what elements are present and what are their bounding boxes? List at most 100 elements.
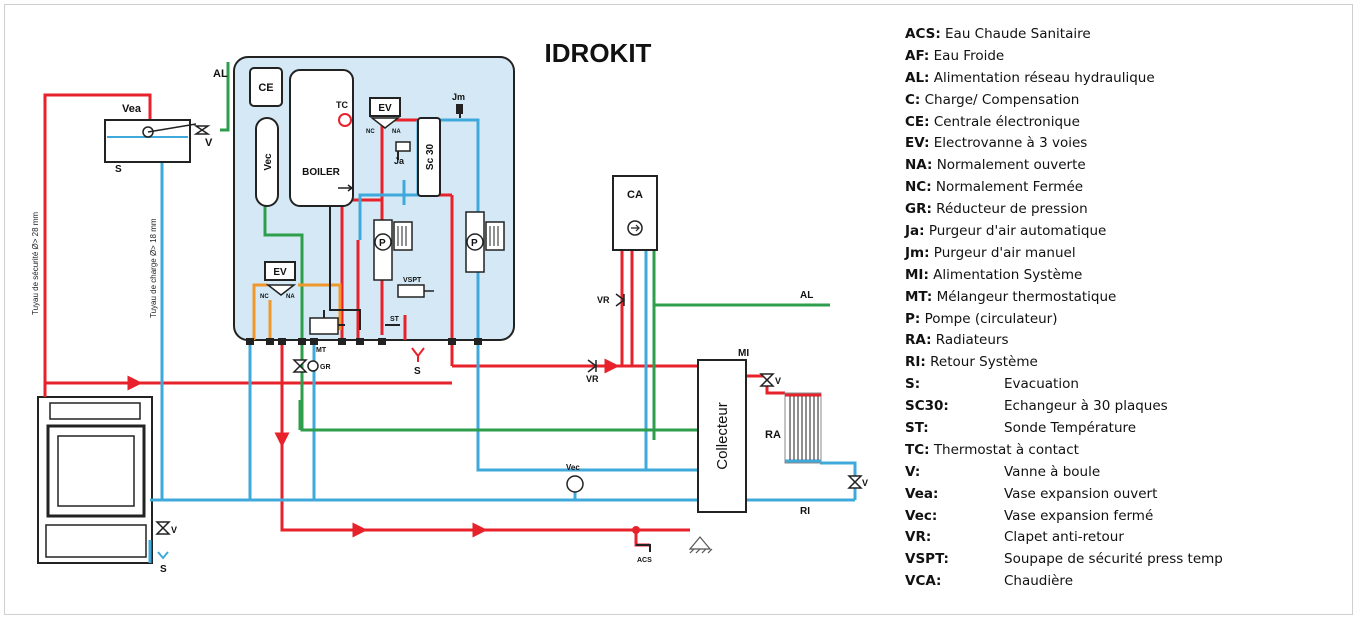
legend-description: Centrale électronique [933, 113, 1080, 130]
ra-radiator [784, 392, 822, 464]
legend-description: Purgeur d'air automatique [928, 223, 1107, 240]
tc-sensor [338, 113, 352, 127]
legend-description: Vanne à boule [1004, 463, 1101, 480]
legend-key: Ja: [905, 223, 925, 240]
legend-description: Chaudière [1004, 573, 1073, 590]
ca-label: CA [627, 189, 643, 201]
pump-left-label: P [379, 238, 386, 249]
na-bottom-label: NA [286, 294, 295, 300]
ri-label: RI [800, 506, 810, 517]
gr-reducer [307, 360, 319, 372]
v-ri-label: V [862, 478, 868, 488]
legend-description: Echangeur à 30 plaques [1004, 398, 1168, 415]
legend-description: Evacuation [1004, 376, 1079, 393]
ev-bottom-valve-icon [265, 284, 297, 296]
s-mid-label: S [414, 366, 421, 377]
mt-mixer [309, 310, 339, 335]
na-top-label: NA [392, 129, 401, 135]
pump-left [373, 219, 413, 281]
stove [37, 396, 153, 564]
v-ra-label: V [775, 376, 781, 386]
mixer-pipes [252, 283, 342, 340]
legend-key: TC: [905, 441, 930, 458]
legend-item: V:Vanne à boule [905, 462, 1345, 484]
legend-item: RA: Radiateurs [905, 330, 1345, 352]
legend-description: Mélangeur thermostatique [936, 288, 1117, 305]
mt-label: MT [316, 347, 327, 354]
legend-item: VR:Clapet anti-retour [905, 527, 1345, 549]
legend-item: MT: Mélangeur thermostatique [905, 287, 1345, 309]
legend-key: Vea: [905, 485, 939, 502]
al-top-label: AL [213, 68, 228, 80]
legend-description: Alimentation réseau hydraulique [933, 69, 1155, 86]
legend-key: RA: [905, 332, 932, 349]
s-top-label: S [115, 164, 122, 175]
legend-item: NA: Normalement ouverte [905, 155, 1345, 177]
v-bottom-valve-icon [155, 521, 171, 535]
gr-label: GR [320, 364, 331, 371]
legend-description: Vase expansion ouvert [1004, 485, 1158, 502]
ca-pump-arrow-icon [631, 224, 640, 232]
legend-description: Eau Froide [933, 47, 1005, 64]
jm-purger [456, 104, 463, 114]
legend-key: AF: [905, 47, 930, 64]
legend-item: EV: Electrovanne à 3 voies [905, 133, 1345, 155]
legend-key: CE: [905, 113, 930, 130]
legend-item: Vec: Vase expansion fermé [905, 506, 1345, 528]
s-bottom-outlet-icon [157, 551, 169, 560]
legend-item: Ja: Purgeur d'air automatique [905, 221, 1345, 243]
jm-label: Jm [452, 92, 465, 102]
legend-key: NA: [905, 157, 933, 174]
ja-purger [395, 141, 411, 152]
vec-tank-label: Vec [263, 153, 274, 171]
ground-symbol [688, 536, 713, 554]
vec-tank [255, 117, 279, 207]
legend-item: VCA:Chaudière [905, 571, 1345, 593]
legend-key: Vec: [905, 507, 938, 524]
acs-label: ACS [637, 557, 652, 564]
s-mid-outlet-icon [411, 347, 425, 362]
legend-description: Eau Chaude Sanitaire [945, 26, 1091, 42]
pipe-charge-label: Tuyau de charge Ø> 18 mm [149, 218, 158, 318]
v-bottom-label: V [171, 525, 177, 535]
legend-key: SC30: [905, 398, 949, 415]
legend-key: C: [905, 91, 921, 108]
legend-key: NC: [905, 179, 932, 196]
legend-key: MT: [905, 288, 933, 305]
legend-description: Radiateurs [935, 332, 1009, 349]
pump-right [465, 211, 505, 273]
diagram-title: IDROKIT [545, 38, 652, 68]
legend-description: Retour Système [930, 354, 1038, 371]
al-right-label: AL [800, 290, 813, 301]
legend-description: Purgeur d'air manuel [933, 244, 1076, 261]
legend-key: ACS: [905, 26, 941, 42]
legend-item: CE: Centrale électronique [905, 112, 1345, 134]
legend-key: RI: [905, 354, 926, 371]
legend-item: TC: Thermostat à contact [905, 440, 1345, 462]
legend-description: Alimentation Système [933, 266, 1083, 283]
ce-box [249, 67, 283, 107]
legend-key: P: [905, 310, 921, 327]
v-ri-valve-icon [847, 475, 863, 489]
legend-description: Soupape de sécurité press temp [1004, 551, 1223, 568]
vspt-valve [397, 284, 434, 298]
legend-item: C: Charge/ Compensation [905, 90, 1345, 112]
legend-key: ST: [905, 420, 929, 437]
acs-tap-icon [636, 544, 651, 552]
legend-key: EV: [905, 135, 930, 152]
vea-label: Vea [122, 103, 142, 115]
v-top-label: V [205, 137, 213, 149]
legend-item: VSPT:Soupape de sécurité press temp [905, 549, 1345, 571]
legend-key: AL: [905, 69, 930, 86]
legend-description: Réducteur de pression [936, 201, 1088, 218]
nc-bottom-label: NC [260, 294, 269, 300]
gr-valve-icon [292, 359, 308, 373]
vr-mid-label: VR [586, 374, 599, 384]
legend-key: MI: [905, 266, 929, 283]
s-bottom-label: S [160, 564, 167, 575]
collecteur-label: Collecteur [714, 402, 731, 470]
boiler-tank [289, 69, 354, 207]
ball-valve-top-icon [193, 125, 211, 135]
ev-top-label: EV [378, 103, 392, 114]
